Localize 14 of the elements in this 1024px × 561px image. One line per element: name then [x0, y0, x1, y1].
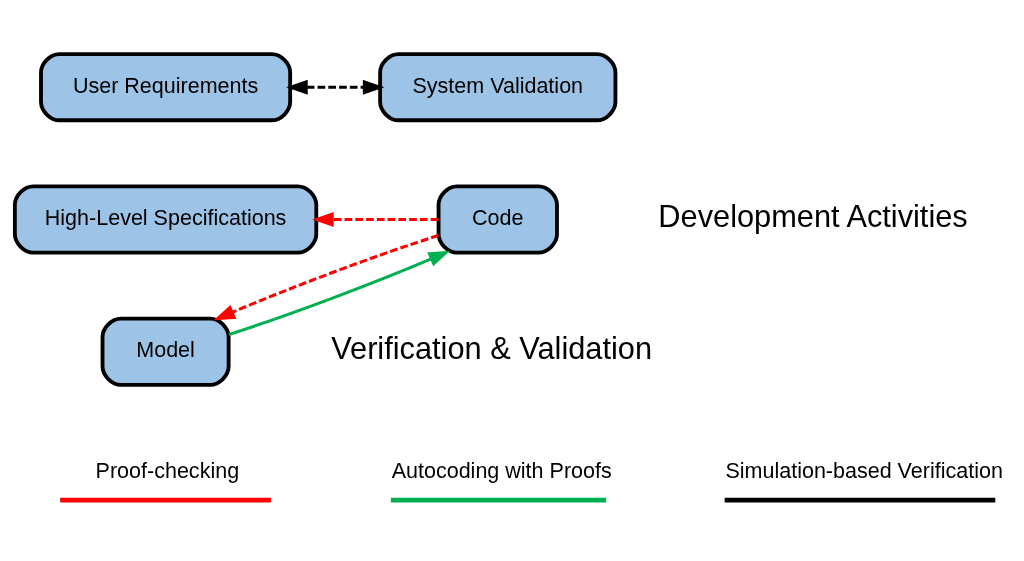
label: Verification & Validation	[331, 330, 653, 366]
node-box: High-Level Specifications	[12, 184, 319, 254]
arrow	[312, 211, 439, 227]
legend-label: Simulation-based Verification	[725, 458, 1003, 483]
arrow	[286, 79, 385, 95]
node-box: System Validation	[378, 51, 618, 122]
node-box: Model	[100, 316, 231, 387]
legend-label: Proof-checking	[95, 458, 240, 483]
node-box: Code	[436, 184, 559, 254]
label: Development Activities	[658, 198, 968, 234]
arrow	[228, 250, 450, 336]
node-box: User Requirements	[39, 51, 293, 122]
legend-label: Autocoding with Proofs	[391, 458, 612, 483]
arrow	[213, 233, 439, 320]
